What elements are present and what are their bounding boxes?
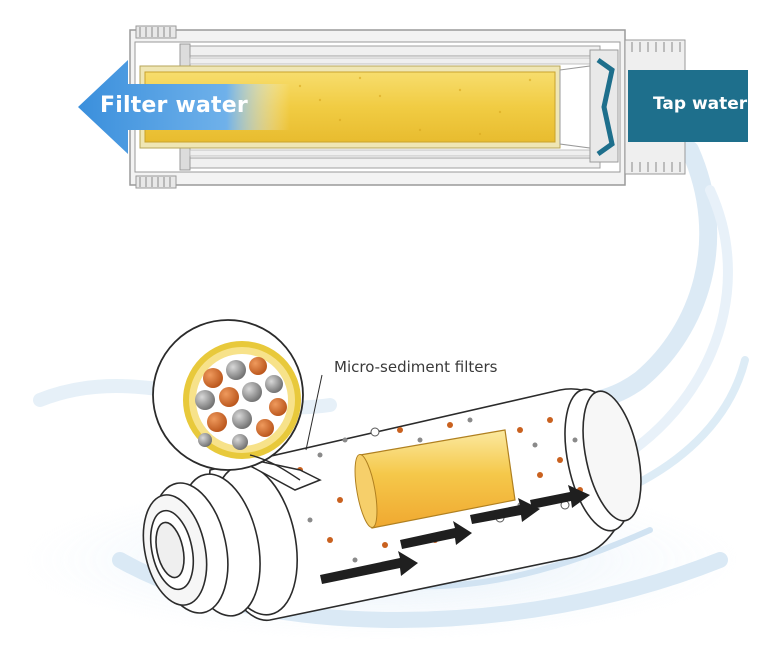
particle-grid	[195, 357, 287, 450]
flow-arrows	[320, 485, 590, 584]
filter-water-arrow	[78, 60, 290, 154]
tap-water-label: Tap water	[653, 94, 748, 114]
carbon-core	[354, 429, 516, 529]
filter-water-label: Filter water	[100, 93, 248, 118]
micro-sediment-label: Micro-sediment filters	[334, 358, 498, 376]
tap-water-inlet	[628, 70, 748, 142]
label-leader-line	[305, 374, 323, 451]
magnifier-callout	[152, 319, 322, 491]
cartridge-cross-section	[78, 25, 748, 189]
